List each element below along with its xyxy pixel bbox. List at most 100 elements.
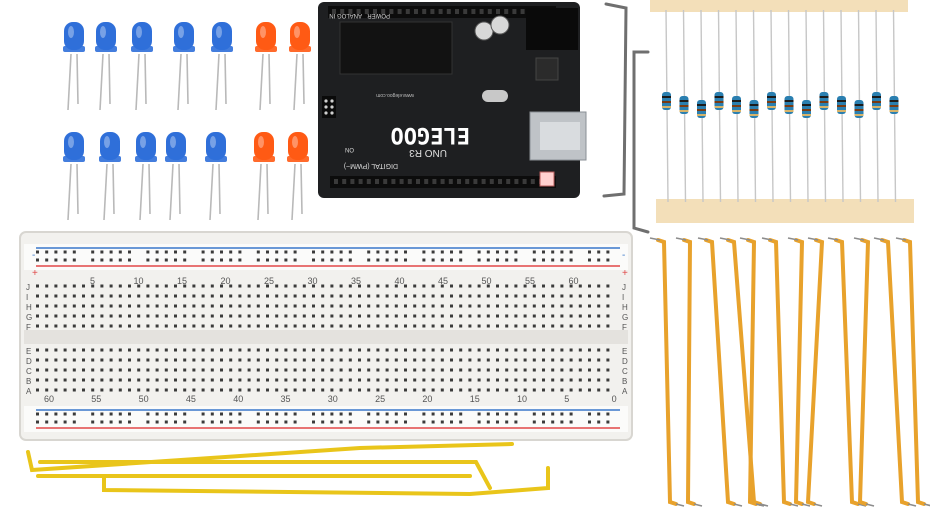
blue-led xyxy=(211,22,233,111)
resistor xyxy=(854,9,864,203)
jumper-wire xyxy=(853,237,875,507)
resistor xyxy=(732,9,741,203)
header-pin xyxy=(520,9,525,14)
resistor xyxy=(837,9,846,203)
header-pin xyxy=(432,179,437,184)
header-pin xyxy=(457,179,461,184)
header-pin xyxy=(405,9,410,14)
resistor xyxy=(714,9,724,203)
header-pin xyxy=(487,9,492,14)
header-pin xyxy=(373,9,377,14)
column-number: 10 xyxy=(517,394,527,404)
header-pin xyxy=(522,179,527,184)
column-number: 35 xyxy=(281,394,291,404)
jumper-wire xyxy=(761,237,799,507)
header-pin xyxy=(465,179,470,184)
header-pin xyxy=(422,9,427,14)
center-channel xyxy=(24,330,628,344)
red-led xyxy=(255,22,277,111)
resistor xyxy=(662,9,671,203)
resistor xyxy=(802,9,811,203)
row-letter: C xyxy=(622,367,628,376)
column-number: 55 xyxy=(91,394,101,404)
blue-led xyxy=(135,132,157,221)
column-number: 45 xyxy=(438,276,448,286)
column-number: 25 xyxy=(264,276,274,286)
long-wires xyxy=(26,442,550,497)
header-pin xyxy=(332,9,336,14)
blue-led xyxy=(131,22,153,111)
resistor xyxy=(872,9,881,203)
header-pin xyxy=(479,9,484,14)
column-number: 20 xyxy=(422,394,432,404)
column-number: 15 xyxy=(470,394,480,404)
blue-led xyxy=(63,132,85,221)
jumper-wire xyxy=(675,237,703,507)
column-number: 30 xyxy=(328,394,338,404)
row-letter: F xyxy=(622,323,627,332)
row-letter: H xyxy=(622,303,628,312)
header-pin xyxy=(504,9,509,14)
header-pin xyxy=(397,9,402,14)
row-letter: G xyxy=(26,313,32,322)
resistor xyxy=(697,9,706,203)
header-pin xyxy=(375,179,379,184)
dc-power-jack xyxy=(526,8,578,50)
row-letter: G xyxy=(622,313,628,322)
row-letter: A xyxy=(622,387,628,396)
row-letter: I xyxy=(622,293,624,302)
row-letter: D xyxy=(622,357,628,366)
grey-wires xyxy=(602,2,650,234)
column-number: 40 xyxy=(233,394,243,404)
icsp-header xyxy=(322,96,336,118)
red-led xyxy=(253,132,275,221)
digital-header-label: DIGITAL (PWM~) xyxy=(344,162,398,169)
header-pin xyxy=(530,179,535,184)
row-letter: D xyxy=(26,357,32,366)
red-led xyxy=(287,132,309,221)
blue-led xyxy=(205,132,227,221)
blue-led xyxy=(63,22,85,111)
header-pin xyxy=(407,179,412,184)
column-number: 45 xyxy=(186,394,196,404)
header-pin xyxy=(430,9,435,14)
header-pin xyxy=(481,179,486,184)
column-number: 60 xyxy=(569,276,579,286)
header-pin xyxy=(383,179,388,184)
column-number: 30 xyxy=(308,276,318,286)
header-pin xyxy=(399,179,404,184)
blue-led xyxy=(165,132,187,221)
column-number: 25 xyxy=(375,394,385,404)
rail-plus-label: + xyxy=(622,268,628,279)
column-number: 5 xyxy=(564,394,569,404)
column-number: 15 xyxy=(177,276,187,286)
column-number: 50 xyxy=(139,394,149,404)
microcontroller-chip xyxy=(339,21,453,75)
voltage-regulator xyxy=(535,57,559,81)
crystal-oscillator xyxy=(482,90,508,102)
brand-label: ELEGOO xyxy=(391,122,470,147)
resistor xyxy=(749,9,759,203)
row-letter: J xyxy=(26,283,30,292)
header-pin xyxy=(389,9,394,14)
capacitor xyxy=(474,21,494,41)
resistor xyxy=(784,9,794,203)
column-number: 55 xyxy=(525,276,535,286)
arduino-board: ELEGOO UNO R3 DIGITAL (PWM~) POWER ANALO… xyxy=(318,2,587,198)
header-pin xyxy=(446,9,451,14)
header-pin xyxy=(381,9,386,14)
jumper-wire xyxy=(697,237,743,507)
column-number: 50 xyxy=(482,276,492,286)
column-number: 5 xyxy=(90,276,95,286)
header-pin xyxy=(364,9,369,14)
header-pin xyxy=(473,179,478,184)
jumper-wire xyxy=(805,237,825,507)
row-letter: A xyxy=(26,387,32,396)
capacitor xyxy=(490,15,510,35)
blue-led xyxy=(173,22,195,111)
resistor xyxy=(679,9,689,203)
header-pin xyxy=(340,9,345,14)
header-pin xyxy=(334,179,338,184)
